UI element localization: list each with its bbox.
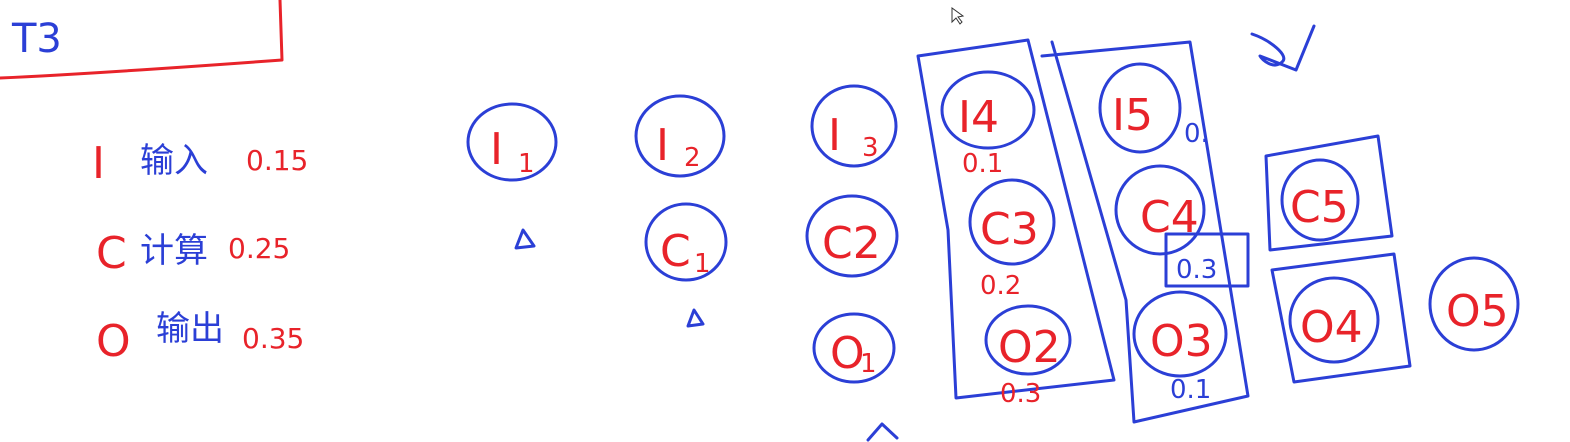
legend-letter-output: O xyxy=(96,316,131,367)
node-c3: C3 xyxy=(968,178,1056,266)
node-o2-label: O2 xyxy=(998,322,1061,373)
node-c1-label: C xyxy=(660,226,691,277)
node-c4-value: 0.3 xyxy=(1176,255,1217,285)
empty-slot-marker xyxy=(686,308,705,328)
node-o2-value: 0.3 xyxy=(1000,379,1041,409)
legend: I 输入 0.15 C 计算 0.25 O 输出 0.35 xyxy=(92,138,308,367)
node-i1-label: I xyxy=(490,124,503,175)
node-i1-sub: 1 xyxy=(518,149,535,179)
c4-value-box xyxy=(1164,232,1250,288)
legend-value-compute: 0.25 xyxy=(228,232,290,265)
node-i4: I4 xyxy=(940,70,1036,150)
legend-row-input: I 输入 0.15 xyxy=(92,138,308,189)
node-c5-label: C5 xyxy=(1290,182,1349,233)
node-o5: O5 xyxy=(1428,256,1520,352)
title-box: T3 xyxy=(0,0,284,80)
legend-row-output: O 输出 0.35 xyxy=(96,309,304,367)
node-c1: C 1 xyxy=(644,202,728,282)
node-i5: I5 xyxy=(1098,62,1182,154)
node-o2: O2 xyxy=(984,304,1072,376)
node-c3-label: C3 xyxy=(980,204,1039,255)
node-c5: C5 xyxy=(1280,158,1360,242)
legend-letter-compute: C xyxy=(96,228,127,279)
node-o1: O 1 xyxy=(812,312,896,384)
group-box-col4: I4 0.1 C3 0.2 O2 0.3 xyxy=(916,38,1116,409)
group-box-o4: O4 xyxy=(1270,252,1412,384)
group-box-col5: I5 0. C4 0.3 O3 0.1 xyxy=(1040,40,1250,424)
node-i1: I 1 xyxy=(466,102,558,182)
node-i4-value: 0.1 xyxy=(962,149,1003,179)
node-o4: O4 xyxy=(1288,276,1380,364)
node-i3: I 3 xyxy=(810,84,898,168)
node-i5-value: 0. xyxy=(1184,119,1209,149)
node-o5-label: O5 xyxy=(1446,286,1509,337)
legend-word-compute: 计算 xyxy=(140,231,208,271)
node-i5-label: I5 xyxy=(1112,90,1153,141)
node-o3-label: O3 xyxy=(1150,316,1213,367)
node-c2: C2 xyxy=(805,194,899,278)
mouse-cursor-icon xyxy=(951,7,965,25)
legend-value-output: 0.35 xyxy=(242,322,304,355)
legend-word-output: 输出 xyxy=(156,309,224,349)
node-i3-label: I xyxy=(828,110,841,161)
node-c4: C4 xyxy=(1114,164,1206,256)
page-title: T3 xyxy=(11,16,62,62)
node-c3-value: 0.2 xyxy=(980,271,1021,301)
legend-letter-input: I xyxy=(92,138,105,189)
legend-row-compute: C 计算 0.25 xyxy=(96,228,290,279)
node-o3-value: 0.1 xyxy=(1170,375,1211,405)
node-i2: I 2 xyxy=(634,94,726,178)
node-i2-label: I xyxy=(656,120,669,171)
node-i2-sub: 2 xyxy=(684,143,701,173)
node-c1-sub: 1 xyxy=(694,249,711,279)
legend-word-input: 输入 xyxy=(140,141,208,181)
node-i3-sub: 3 xyxy=(862,133,879,163)
node-o4-label: O4 xyxy=(1300,302,1363,353)
group-box-c5: C5 xyxy=(1264,134,1394,252)
node-o3: O3 xyxy=(1132,290,1228,378)
node-i4-label: I4 xyxy=(958,92,999,143)
empty-slot-marker xyxy=(514,228,536,250)
empty-slot-marker xyxy=(866,422,899,442)
node-o1-sub: 1 xyxy=(860,349,877,379)
legend-value-input: 0.15 xyxy=(246,144,308,177)
node-c2-label: C2 xyxy=(822,218,881,269)
node-o1-label: O xyxy=(830,328,865,379)
checkmark-icon xyxy=(1250,24,1316,72)
